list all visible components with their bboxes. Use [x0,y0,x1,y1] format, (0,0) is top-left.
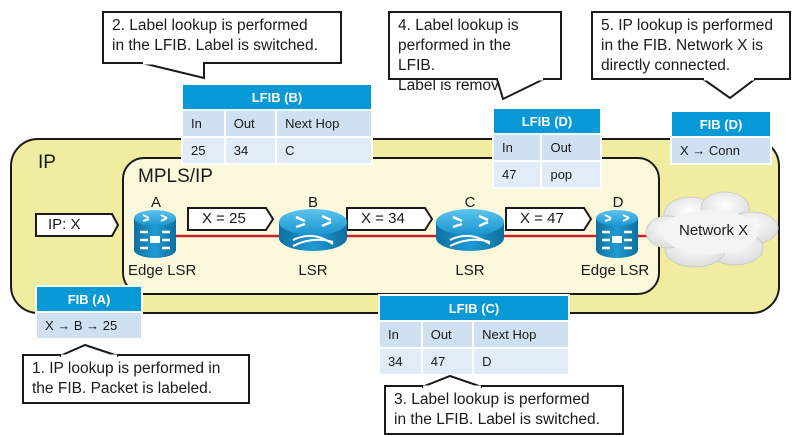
lfib-c-header-out: Out [422,322,473,347]
callout-step-5: 5. IP lookup is performed in the FIB. Ne… [591,11,791,80]
table-row: 34 47 D [380,349,568,374]
callout-4-line-1: 4. Label lookup is [398,17,519,34]
callout-1-tail [59,343,119,358]
fib-d-title: FIB (D) [672,112,770,136]
callout-5-line-2: in the FIB. Network X is [601,37,763,54]
lfib-d-header-in: In [494,135,541,160]
callout-1-line-1: 1. IP lookup is performed in [32,360,221,377]
network-cloud-icon [645,191,779,268]
lfib-d-in: 47 [494,162,541,187]
node-c-letter: C [464,194,476,211]
callout-step-1: 1. IP lookup is performed in the FIB. Pa… [22,354,250,404]
lfib-c-title: LFIB (C) [380,296,568,320]
callout-step-3: 3. Label lookup is performed in the LFIB… [384,385,624,435]
callout-3-tail [421,374,483,389]
lfib-b-header-nexthop: Next Hop [277,111,371,136]
link-label-arrow-c-d [505,207,593,231]
callout-4-tail [495,77,545,101]
link-label-c-d: X = 47 [520,210,564,227]
callout-4-line-2: performed in the LFIB. [398,37,511,74]
fib-a-table: FIB (A) X → B → 25 [35,285,143,340]
mpls-domain-label: MPLS/IP [138,166,213,187]
fib-d-table: FIB (D) X → Conn [670,110,772,165]
lfib-b-nexthop: C [277,138,371,163]
router-c-icon [436,209,504,251]
callout-2-tail [141,61,205,80]
lfib-b-header-out: Out [225,111,276,136]
lfib-c-out: 47 [422,349,473,374]
callout-5-line-1: 5. IP lookup is performed [601,17,774,34]
table-row: 25 34 C [183,138,371,163]
fib-a-entry: X → B → 25 [37,313,141,338]
callout-step-4: 4. Label lookup is performed in the LFIB… [388,11,562,94]
ingress-packet-label: IP: X [48,216,81,233]
link-label-b-c: X = 34 [361,210,405,227]
lfib-c-nexthop: D [474,349,568,374]
callout-5-line-3: directly connected. [601,57,731,74]
node-c-role: LSR [455,262,485,279]
router-d-icon [596,210,638,258]
lfib-d-title: LFIB (D) [494,109,600,133]
node-a-role: Edge LSR [128,262,197,279]
lfib-b-title: LFIB (B) [183,85,371,109]
callout-3-line-1: 3. Label lookup is performed [394,391,590,408]
lfib-d-table: LFIB (D) In Out 47 pop [492,107,602,189]
callout-3-line-2: in the LFIB. Label is switched. [394,411,600,428]
node-d-role: Edge LSR [580,262,650,279]
node-b-letter: B [307,194,318,211]
link-label-a-b: X = 25 [202,210,246,227]
router-b-icon [279,209,347,251]
node-b-role: LSR [298,262,328,279]
lfib-d-out: pop [542,162,600,187]
network-label: Network X [679,222,749,239]
ip-domain-label: IP [38,152,56,173]
lfib-b-table: LFIB (B) In Out Next Hop 25 34 C [181,83,373,165]
lfib-b-in: 25 [183,138,224,163]
lfib-c-header-nexthop: Next Hop [474,322,568,347]
node-a-letter: A [150,194,161,211]
callout-5-tail [699,77,758,100]
router-a-icon [134,210,176,258]
fib-d-entry: X → Conn [672,138,770,163]
callout-step-2: 2. Label lookup is performed in the LFIB… [102,11,342,64]
table-row: 47 pop [494,162,600,187]
link-label-arrow-a-b [187,207,275,231]
ingress-packet-arrow [35,213,120,237]
lfib-c-in: 34 [380,349,421,374]
fib-a-title: FIB (A) [37,287,141,311]
lfib-c-header-in: In [380,322,421,347]
callout-1-line-2: the FIB. Packet is labeled. [32,380,213,397]
node-d-letter: D [612,194,624,211]
lfib-d-header-out: Out [542,135,600,160]
lfib-c-table: LFIB (C) In Out Next Hop 34 47 D [378,294,570,376]
lfib-b-out: 34 [225,138,276,163]
lfib-b-header-in: In [183,111,224,136]
callout-4-line-3: Label is removed. [398,77,521,94]
callout-2-line-2: in the LFIB. Label is switched. [112,37,318,54]
callout-2-line-1: 2. Label lookup is performed [112,17,308,34]
